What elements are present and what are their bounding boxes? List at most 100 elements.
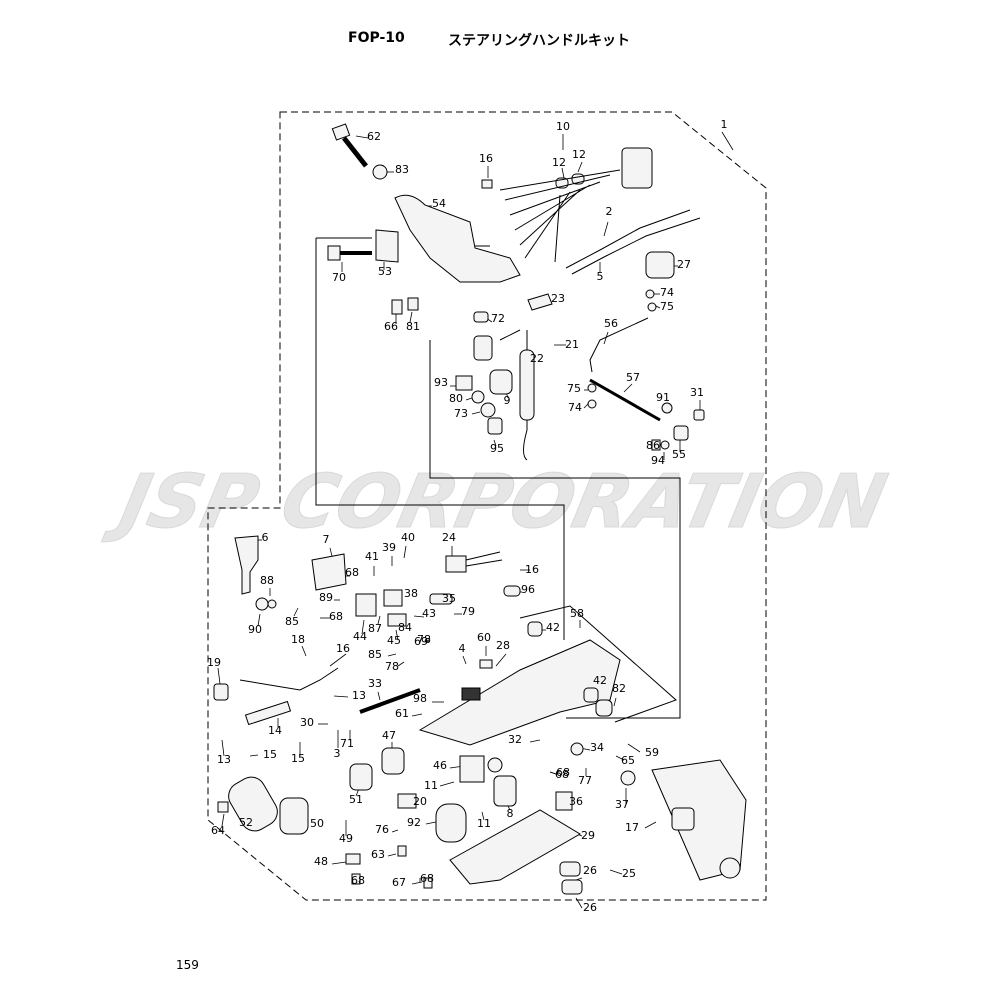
part-number-label: 74 — [568, 401, 582, 414]
leader-line — [411, 881, 423, 885]
part-number-label: 95 — [490, 442, 504, 455]
part-number-label: 14 — [268, 724, 282, 737]
leader-line — [249, 754, 259, 757]
part-number-label: 15 — [291, 752, 305, 765]
cap-27 — [645, 251, 675, 279]
part-number-label: 76 — [375, 823, 389, 836]
leader-line — [217, 667, 221, 685]
switch-26a — [559, 861, 581, 877]
part-number-label: 11 — [424, 779, 438, 792]
part-number-label: 68 — [351, 874, 365, 887]
spring-21 — [519, 349, 535, 421]
grommet-96 — [503, 585, 521, 597]
part-number-label: 61 — [395, 707, 409, 720]
leader-line — [221, 813, 225, 827]
leader-line — [387, 653, 397, 657]
part-number-label: 32 — [508, 733, 522, 746]
leader-line — [583, 403, 589, 409]
part-number-label: 65 — [621, 754, 635, 767]
leader-line — [427, 637, 431, 643]
part-number-label: 55 — [672, 448, 686, 461]
part-number-label: 98 — [413, 692, 427, 705]
leader-line — [301, 645, 307, 657]
leader-line — [603, 331, 609, 345]
part-number-label: 64 — [211, 824, 225, 837]
plate-48 — [345, 853, 361, 865]
leader-line — [609, 869, 623, 875]
leader-line — [361, 619, 365, 635]
part-number-label: 43 — [422, 607, 436, 620]
leader-line — [627, 743, 641, 753]
nut-74b — [587, 399, 597, 409]
bolt-62 — [331, 123, 368, 168]
part-number-label: 20 — [413, 795, 427, 808]
rod-57 — [589, 378, 661, 422]
grip-cover-6 — [234, 535, 259, 595]
part-number-label: 86 — [646, 439, 660, 452]
part-number-label: 30 — [300, 716, 314, 729]
leader-line — [721, 131, 734, 151]
part-number-label: 16 — [479, 152, 493, 165]
collar-51 — [349, 763, 373, 791]
clip-23 — [527, 293, 553, 311]
sleeve-93 — [455, 375, 473, 391]
lanyard-21 — [499, 329, 528, 461]
key-switch-body — [671, 807, 695, 831]
part-number-label: 50 — [310, 817, 324, 830]
part-number-label: 26 — [583, 864, 597, 877]
leader-line — [355, 135, 369, 139]
part-number-label: 67 — [392, 876, 406, 889]
washer-94 — [660, 440, 670, 450]
kit-outline — [207, 111, 767, 901]
decal-98 — [461, 687, 481, 701]
block-38 — [383, 589, 403, 607]
part-number-label: 84 — [398, 621, 412, 634]
leader-line — [481, 811, 485, 821]
part-number-label: 13 — [352, 689, 366, 702]
leader-line — [495, 653, 507, 667]
part-number-label: 92 — [407, 816, 421, 829]
part-number-label: 80 — [449, 392, 463, 405]
part-number-label: 59 — [645, 746, 659, 759]
part-number-label: 75 — [660, 300, 674, 313]
part-number-label: 72 — [491, 312, 505, 325]
leader-line — [329, 653, 347, 667]
part-number-label: 63 — [371, 848, 385, 861]
part-number-label: 42 — [546, 621, 560, 634]
leader-line — [403, 545, 407, 559]
cover-92 — [435, 803, 467, 843]
plate-14 — [244, 700, 292, 726]
part-number-label: 60 — [477, 631, 491, 644]
part-number-label: 27 — [677, 258, 691, 271]
leader-line — [465, 397, 473, 401]
clip-35 — [429, 593, 453, 605]
part-number-label: 58 — [570, 607, 584, 620]
washer-80 — [471, 390, 485, 404]
part-number-label: 10 — [556, 120, 570, 133]
part-number-label: 9 — [504, 394, 511, 407]
connector-19 — [213, 683, 229, 701]
cable-frame — [429, 340, 681, 719]
leader-line — [425, 821, 437, 825]
leader-line — [293, 607, 299, 617]
switch-26b — [561, 879, 583, 895]
part-number-label: 85 — [368, 648, 382, 661]
part-number-label: 12 — [552, 156, 566, 169]
leader-line — [221, 739, 225, 757]
harness-18 — [239, 667, 339, 691]
part-number-label: 49 — [339, 832, 353, 845]
collar-88 — [267, 599, 277, 609]
part-number-label: 41 — [365, 550, 379, 563]
part-number-label: 36 — [569, 795, 583, 808]
ring-11a — [487, 757, 503, 773]
seal-47 — [381, 747, 405, 775]
block-53 — [375, 229, 399, 263]
leader-line — [644, 821, 657, 829]
part-number-label: 34 — [590, 741, 604, 754]
knob-31 — [693, 409, 705, 421]
sleeve-8 — [493, 775, 517, 807]
nut-73 — [480, 402, 496, 418]
grip-52 — [228, 776, 278, 832]
